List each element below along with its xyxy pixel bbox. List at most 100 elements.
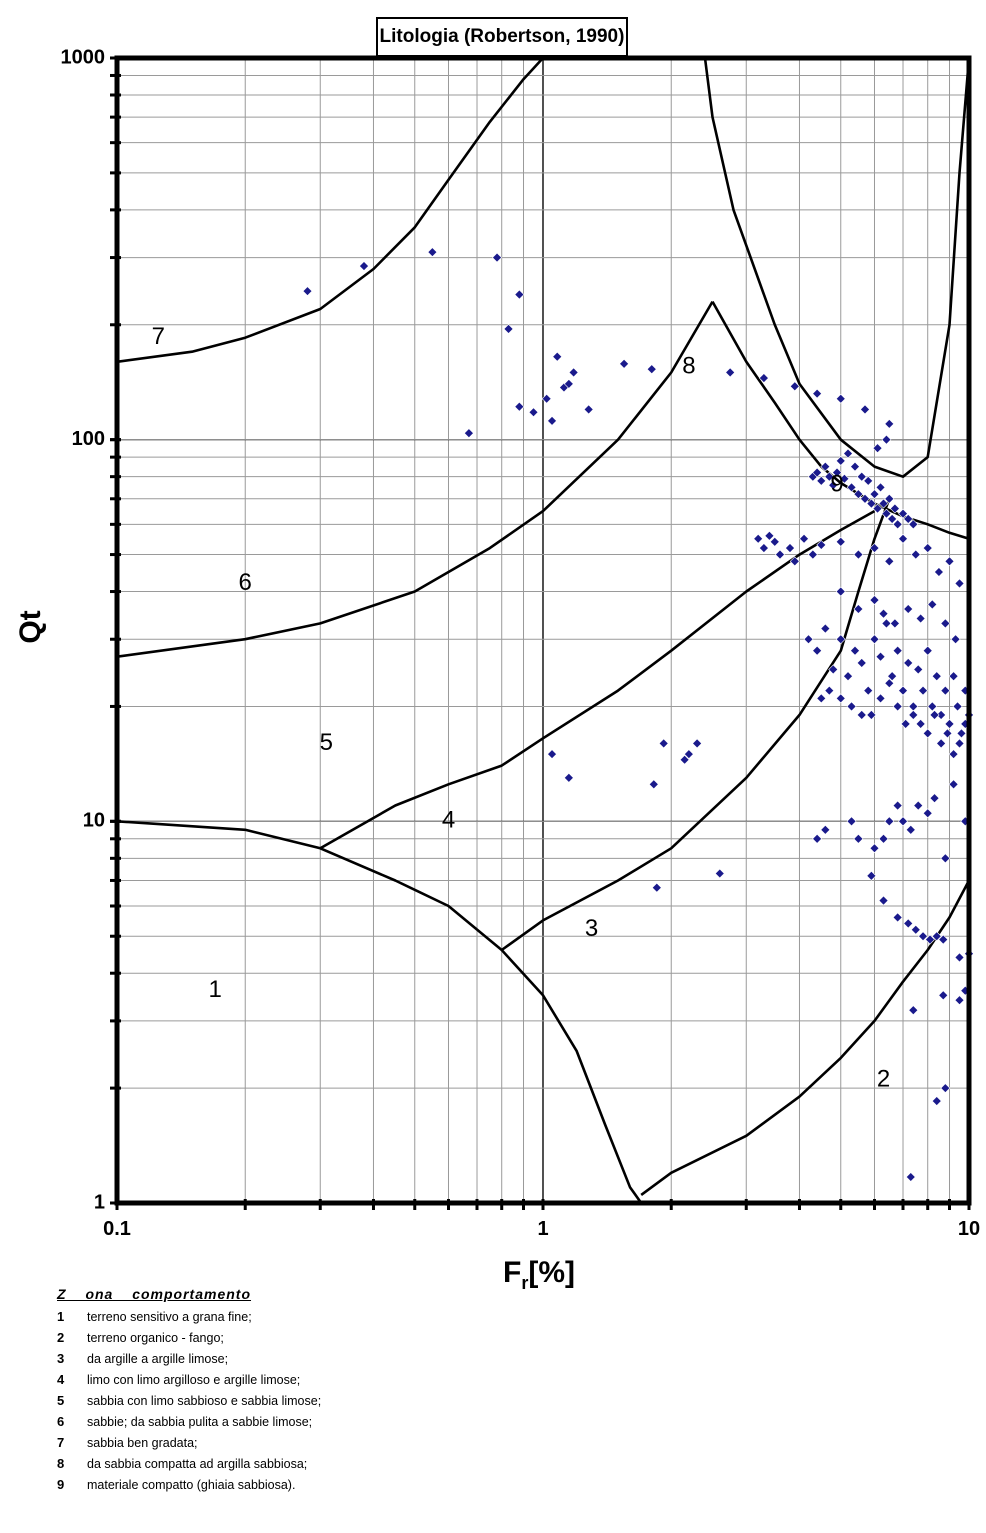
zone-label: 4: [442, 807, 455, 834]
data-point: [929, 793, 940, 804]
legend-row: 3 da argille a argille limose;: [57, 1348, 321, 1369]
data-point: [648, 779, 659, 790]
zone-boundary-line: [640, 879, 971, 1196]
data-point: [940, 618, 951, 629]
data-point: [816, 693, 827, 704]
zone-boundary-line: [711, 300, 970, 541]
data-point: [881, 434, 892, 445]
data-point: [875, 693, 886, 704]
data-point: [892, 701, 903, 712]
legend-text: terreno sensitivo a grana fine;: [87, 1309, 252, 1324]
data-point: [803, 634, 814, 645]
legend-text: sabbie; da sabbia pulita a sabbie limose…: [87, 1414, 313, 1429]
data-point: [944, 718, 955, 729]
data-point: [948, 779, 959, 790]
data-point: [835, 693, 846, 704]
data-point: [898, 533, 908, 544]
data-point: [799, 533, 809, 544]
data-point: [898, 816, 908, 827]
x-axis-label-unit: [%]: [528, 1256, 575, 1289]
data-point: [908, 710, 919, 720]
data-point: [936, 738, 947, 749]
data-point: [619, 358, 630, 369]
data-point: [839, 473, 850, 484]
data-point: [892, 912, 903, 923]
data-point: [913, 800, 924, 811]
data-point: [503, 324, 514, 334]
data-point: [872, 443, 883, 454]
data-point: [905, 1172, 916, 1182]
data-point: [940, 1083, 951, 1094]
legend-text: materiale compatto (ghiaia sabbiosa).: [87, 1477, 296, 1492]
data-point: [856, 471, 867, 482]
data-point: [764, 530, 775, 541]
data-point: [651, 882, 662, 893]
x-tick-label: 1: [537, 1218, 548, 1240]
data-point: [905, 824, 916, 835]
data-point: [824, 685, 835, 696]
zone-boundary-line: [116, 57, 544, 364]
data-point: [658, 738, 669, 749]
data-point: [884, 556, 895, 567]
data-point: [427, 247, 438, 258]
data-point: [875, 482, 886, 493]
x-axis-label-sub: r: [521, 1273, 529, 1293]
data-point: [887, 513, 898, 524]
data-point: [583, 404, 594, 415]
data-point: [835, 536, 846, 547]
data-point: [900, 718, 911, 729]
legend-text: terreno organico - fango;: [87, 1330, 224, 1345]
data-point: [878, 608, 889, 619]
data-point: [807, 549, 818, 560]
data-point: [816, 539, 827, 550]
legend-row: 9 materiale compatto (ghiaia sabbiosa).: [57, 1474, 321, 1495]
chart-title: Litologia (Robertson, 1990): [376, 17, 628, 57]
legend-num: 7: [57, 1435, 65, 1450]
data-point: [563, 772, 574, 783]
data-point: [948, 749, 959, 760]
data-point: [835, 586, 846, 597]
x-axis-label: Fr[%]: [503, 1256, 575, 1294]
data-point: [359, 261, 369, 271]
data-point: [922, 808, 933, 819]
data-point: [878, 833, 889, 844]
data-point: [942, 728, 953, 739]
legend-num: 9: [57, 1477, 65, 1492]
zone-boundary-line: [116, 820, 643, 1204]
data-point: [775, 549, 785, 560]
data-point: [492, 252, 502, 263]
data-point: [892, 800, 903, 811]
data-point: [853, 489, 864, 500]
data-point: [832, 467, 842, 478]
data-point: [812, 645, 823, 656]
data-point: [812, 388, 823, 399]
x-axis-label-main: F: [503, 1256, 522, 1289]
x-tick-label: 10: [958, 1218, 980, 1240]
data-point: [563, 378, 574, 389]
data-point: [860, 493, 870, 504]
data-point: [679, 754, 690, 765]
data-point: [910, 924, 921, 935]
data-point: [692, 738, 703, 749]
zone-label: 6: [239, 569, 252, 596]
data-point: [898, 508, 908, 519]
data-point: [820, 623, 831, 634]
data-point: [922, 543, 933, 553]
data-point: [913, 664, 924, 675]
data-point: [514, 401, 525, 412]
y-axis-label: Qt: [14, 610, 47, 644]
data-point: [789, 381, 800, 392]
zone-label: 9: [830, 470, 843, 497]
data-point: [892, 645, 903, 656]
data-point: [863, 685, 874, 696]
data-point: [820, 461, 831, 472]
zone-label: 5: [320, 729, 333, 756]
data-point: [878, 895, 889, 906]
data-point: [846, 816, 857, 827]
data-point: [927, 599, 938, 610]
data-point: [850, 645, 860, 656]
data-point: [552, 351, 563, 362]
data-point: [866, 870, 877, 881]
data-points: [302, 247, 974, 1182]
